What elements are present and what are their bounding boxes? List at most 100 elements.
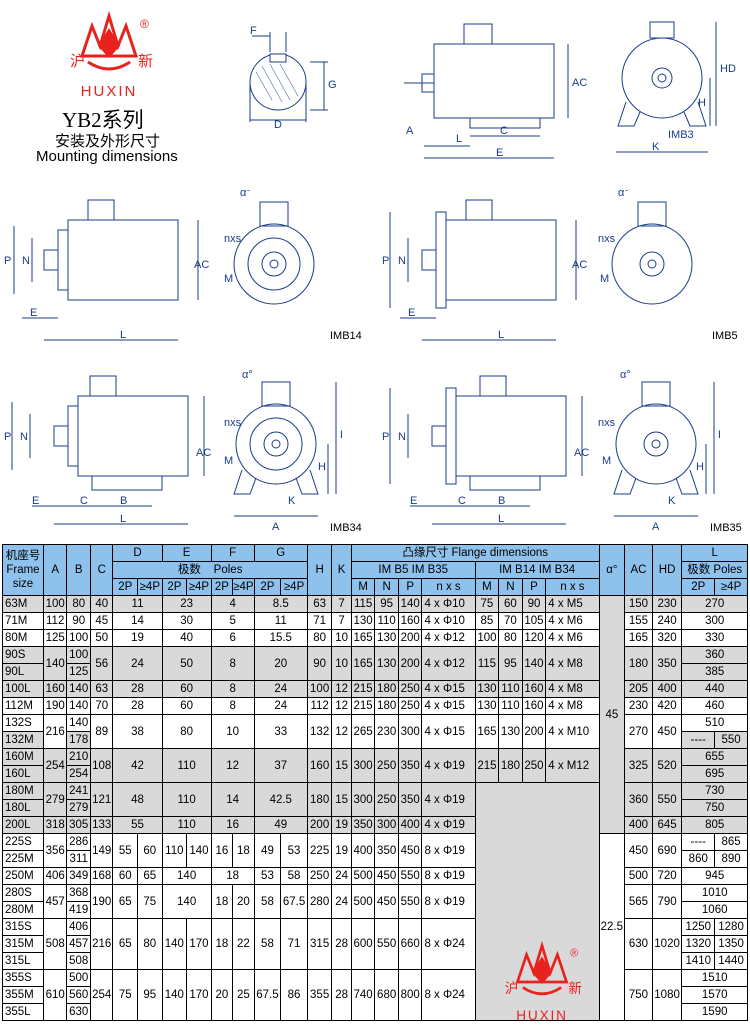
imb35-label-K: K: [668, 495, 676, 507]
cell-D: 55: [112, 816, 163, 834]
cell-G4: 67.5: [280, 884, 308, 919]
cell-C: 149: [89, 833, 114, 868]
cell-F4: 20: [232, 884, 255, 919]
cell-H: 100: [306, 680, 333, 698]
cell-nxs1: 4 x M10: [545, 714, 600, 749]
cell-L: 805: [681, 816, 748, 834]
cell-HD: 240: [651, 612, 683, 630]
cell-H: 225: [306, 833, 333, 868]
cell-nxs: 4 x Φ12: [421, 646, 476, 681]
cell-nxs: 4 x Φ15: [421, 697, 476, 715]
cell-G: 8.5: [253, 595, 308, 613]
cell-HD: 790: [651, 884, 683, 919]
cell-G: 24: [253, 680, 308, 698]
cell-H: 132: [306, 714, 333, 749]
cell-frame: 112M: [2, 697, 44, 715]
cell-H: 80: [306, 629, 333, 647]
title-cn: 安装及外形尺寸: [55, 133, 161, 150]
cell-D: 14: [112, 612, 163, 630]
cell-nxs1: 4 x M5: [545, 595, 600, 613]
cell-AC: 360: [624, 782, 653, 817]
cell-E: 110: [161, 782, 212, 817]
cell-N1: 70: [498, 612, 523, 630]
cell-C: 50: [89, 629, 114, 647]
cell-H: 200: [306, 816, 333, 834]
imb3-label-A: K: [652, 141, 660, 153]
cell-D4: 75: [137, 884, 163, 919]
cell-G: 15.5: [253, 629, 308, 647]
cell-P: 350: [397, 782, 423, 817]
cell-nxs1: 4 x M12: [545, 748, 600, 783]
cell-N: 230: [374, 714, 399, 749]
imb35-label-N: N: [398, 431, 406, 443]
cell-nxs: 4 x Φ15: [421, 680, 476, 698]
cell-frame: 225S: [2, 833, 44, 851]
imb35-label-M: M: [602, 455, 611, 467]
cell-frame: 132M: [2, 731, 44, 749]
cell-M: 740: [350, 969, 376, 1021]
cell-A: 190: [42, 697, 68, 715]
cell-L2: 1250: [681, 918, 716, 936]
cell-L: 1060: [681, 901, 748, 919]
head-F: F: [210, 544, 255, 562]
cell-frame: 315M: [2, 935, 44, 953]
cell-K: 24: [331, 884, 352, 919]
cell-N1: 60: [498, 595, 523, 613]
cell-F: 18: [210, 867, 255, 885]
cell-A: 279: [42, 782, 68, 817]
imb3-label-K: IMB3: [668, 129, 694, 141]
cell-L: 695: [681, 765, 748, 783]
watermark-cn-left: 沪: [505, 981, 519, 996]
cell-A: 610: [42, 969, 68, 1021]
cell-F2: 18: [210, 884, 234, 919]
head-D: D: [112, 544, 163, 562]
cell-nxs: 4 x Φ10: [421, 595, 476, 613]
cell-M1: 75: [474, 595, 500, 613]
cell-G: 49: [253, 816, 308, 834]
cell-P: 200: [397, 646, 423, 681]
cell-E: 60: [161, 697, 212, 715]
cell-nxs: 8 x Φ24: [421, 969, 476, 1021]
cell-E2: 140: [161, 918, 188, 970]
cell-G4: 86: [280, 969, 308, 1021]
imb35-label-nxs: nxs: [598, 417, 616, 429]
cell-E: 110: [161, 748, 212, 783]
cell-HD: 450: [651, 714, 683, 749]
cell-G4: 58: [280, 867, 308, 885]
imb34-label-C: C: [80, 495, 88, 507]
imb35-label-L: L: [498, 513, 504, 525]
cell-G4: 53: [280, 833, 308, 868]
cell-F2: 18: [210, 918, 234, 970]
imb34-label-M: M: [224, 455, 233, 467]
cell-P1: 160: [521, 680, 547, 698]
imb14-label-AC: AC: [194, 259, 209, 271]
cell-M: 300: [350, 748, 376, 783]
cell-L: 750: [681, 799, 748, 817]
cell-F: 14: [210, 782, 255, 817]
imb14-label-nxs: nxs: [224, 233, 242, 245]
cell-P1: 200: [521, 714, 547, 749]
imb35-label-A: A: [652, 521, 660, 533]
imb35-label-H: H: [696, 461, 704, 473]
cell-L: 440: [681, 680, 748, 698]
imb5-label-L: L: [498, 329, 504, 341]
cell-B: 500: [66, 969, 91, 987]
cell-L: 730: [681, 782, 748, 800]
head-imb5-35: IM B5 IM B35: [350, 561, 476, 579]
cell-nxs1: 4 x M8: [545, 680, 600, 698]
head-d-4p: ≥4P: [137, 578, 163, 596]
imb35-label-C: C: [458, 495, 466, 507]
cell-K: 24: [331, 867, 352, 885]
cell-P: 160: [397, 612, 423, 630]
cell-HD: 520: [651, 748, 683, 783]
watermark-en: HUXIN: [516, 1008, 567, 1023]
cell-L: 385: [681, 663, 748, 681]
cell-C: 121: [89, 782, 114, 817]
cell-L: 655: [681, 748, 748, 766]
cell-H: 112: [306, 697, 333, 715]
imb5-caption: IMB5: [712, 330, 738, 342]
